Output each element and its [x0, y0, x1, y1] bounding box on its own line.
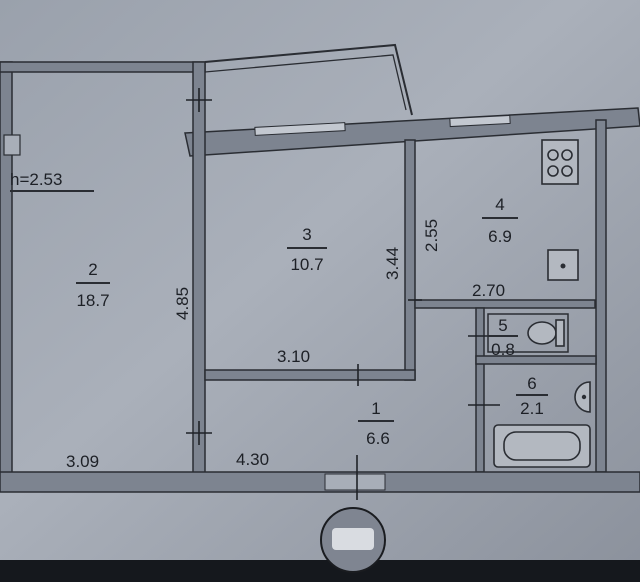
- room-6-area: 2.1: [520, 399, 544, 418]
- room-2-height: 4.85: [173, 287, 192, 320]
- room-3-area: 10.7: [290, 255, 323, 274]
- room-3-height: 3.44: [383, 247, 402, 280]
- partition-wc-left: [475, 307, 485, 473]
- room-2: 2 18.7: [76, 260, 110, 310]
- left-wall: [0, 61, 13, 483]
- partition-4-bath: [414, 299, 596, 309]
- room-4: 4 6.9: [482, 195, 518, 246]
- room-4-width: 2.70: [472, 281, 505, 300]
- hall-width: 4.30: [236, 450, 269, 469]
- top-wall-left: [0, 61, 206, 73]
- bathtub-icon: [493, 424, 591, 468]
- partition-2-3: [192, 61, 206, 475]
- room-1-area: 6.6: [366, 429, 390, 448]
- room-4-area: 6.9: [488, 227, 512, 246]
- room-6: 6 2.1: [516, 374, 548, 418]
- washbasin-icon: [574, 381, 591, 413]
- entrance-door-icon[interactable]: [320, 507, 386, 573]
- partition-3-4: [404, 139, 416, 381]
- partition-3-hall: [204, 369, 416, 381]
- stove-icon: [541, 139, 579, 185]
- bottom-wall: [0, 471, 640, 493]
- sink-icon: [547, 249, 579, 281]
- room-5-number: 5: [498, 316, 507, 335]
- balcony-outline: [204, 43, 413, 116]
- room-5: 5 0.8: [488, 316, 518, 359]
- balcony-outline-inner: [204, 54, 407, 111]
- room-5-area: 0.8: [491, 340, 515, 359]
- room-4-number: 4: [495, 195, 504, 214]
- room-3: 3 10.7: [287, 225, 327, 274]
- left-wall-notch: [3, 134, 21, 156]
- window-room3: [254, 122, 346, 136]
- room-1: 1 6.6: [358, 399, 394, 448]
- room-2-width: 3.09: [66, 452, 99, 471]
- entrance-gap: [324, 473, 386, 491]
- partition-wc-bath: [475, 355, 597, 365]
- window-room4: [449, 114, 511, 128]
- room-2-number: 2: [88, 260, 97, 279]
- room-3-width: 3.10: [277, 347, 310, 366]
- toilet-icon: [487, 313, 569, 353]
- room-1-number: 1: [371, 399, 380, 418]
- room-6-number: 6: [527, 374, 536, 393]
- room-3-number: 3: [302, 225, 311, 244]
- dark-floor: [0, 560, 640, 582]
- room-2-area: 18.7: [76, 291, 109, 310]
- right-wall: [595, 119, 607, 473]
- room-4-height: 2.55: [422, 219, 441, 252]
- ceiling-height-label: h=2.53: [10, 170, 62, 189]
